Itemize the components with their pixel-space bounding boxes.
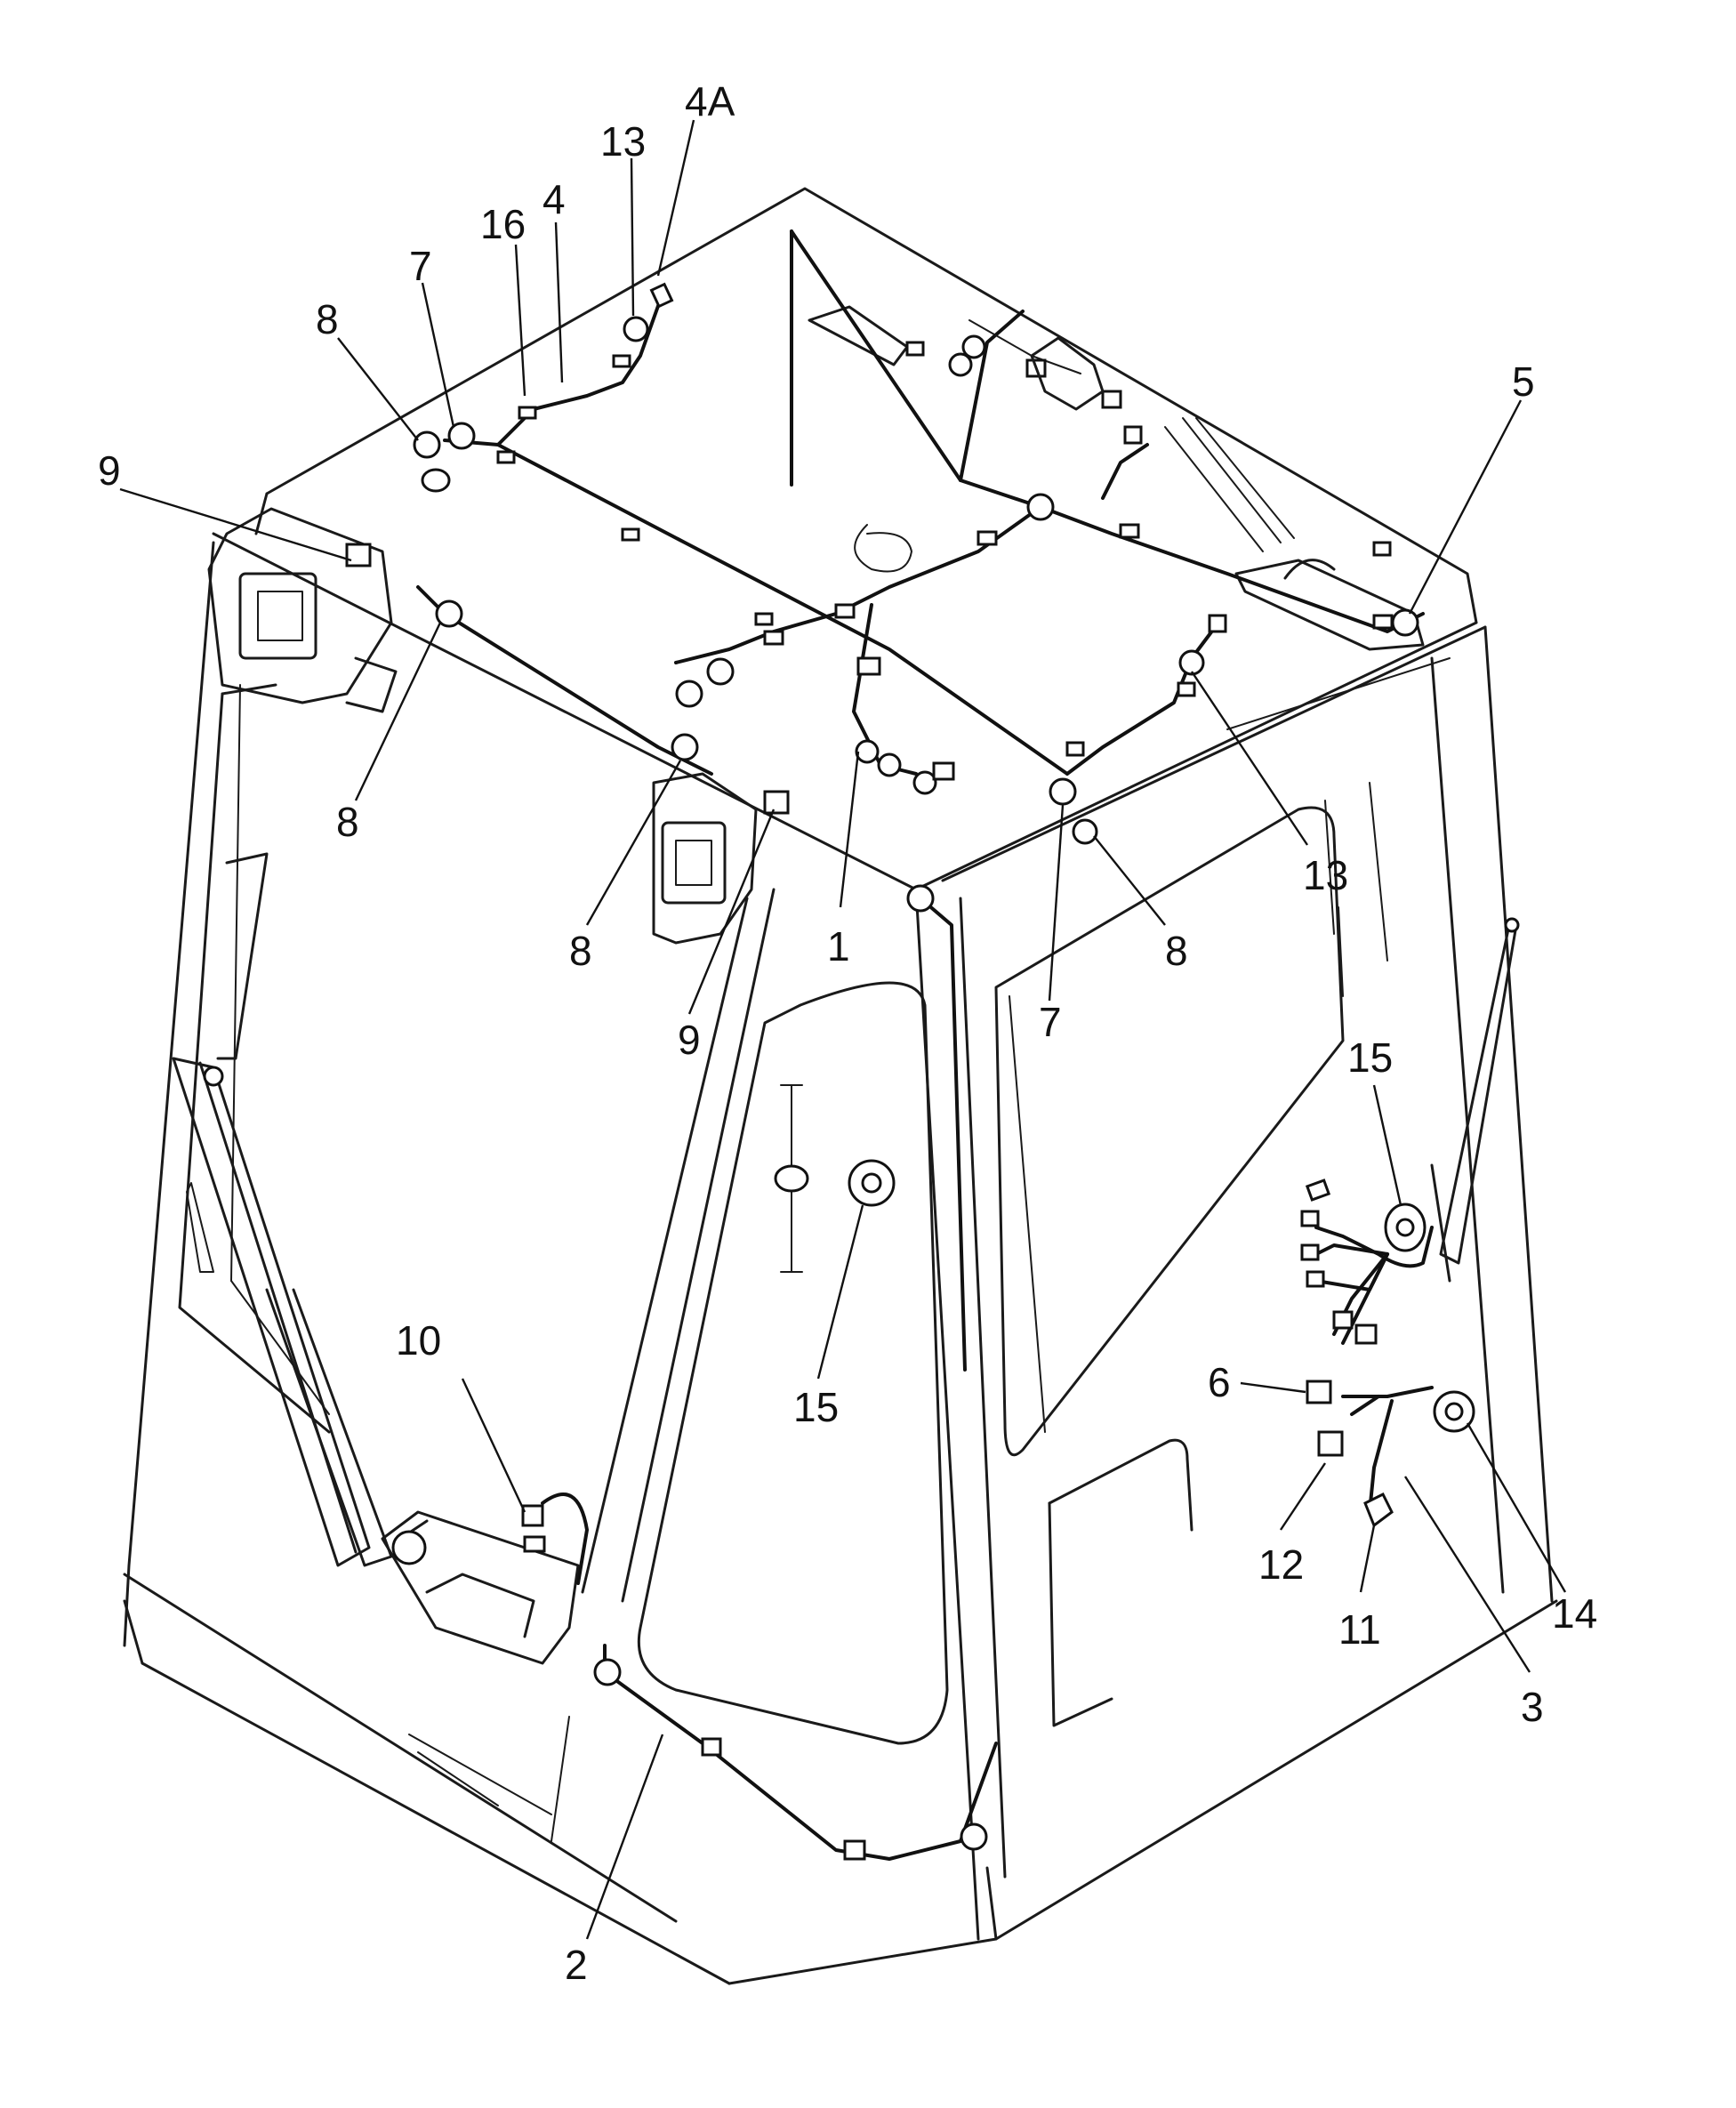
label-13-right: 13: [1303, 852, 1348, 898]
label-2: 2: [565, 1942, 588, 1988]
label-10: 10: [396, 1317, 441, 1364]
label-12: 12: [1258, 1541, 1304, 1588]
label-15-center: 15: [793, 1384, 839, 1430]
rear-roof-lamp: [1234, 559, 1425, 651]
front-left-work-lamp: [207, 507, 398, 713]
right-side-wiper: [1430, 917, 1520, 1283]
label-8-right: 8: [1165, 928, 1188, 974]
connectors: [345, 282, 1475, 1861]
label-3: 3: [1521, 1684, 1544, 1730]
label-9-center: 9: [678, 1017, 701, 1063]
label-8-center: 8: [569, 928, 592, 974]
label-7-top: 7: [409, 243, 432, 289]
left-front-wiper: [172, 852, 393, 1567]
front-center-work-lamp: [652, 772, 758, 945]
right-side-harness: [1314, 1226, 1460, 1514]
label-8-top: 8: [316, 296, 339, 342]
front-wiper-motor: [381, 1510, 580, 1665]
label-4a: 4A: [685, 78, 735, 125]
front-pillar-harness: [541, 897, 998, 1861]
label-16: 16: [480, 201, 526, 247]
callout-labels: 4A 13 16 4 7 8 9 8 5 13 8 9 1 7 8 15 15 …: [98, 78, 1597, 1988]
label-6: 6: [1208, 1359, 1231, 1405]
label-11: 11: [1338, 1606, 1381, 1653]
leader-lines: [119, 119, 1567, 1940]
label-9-left: 9: [98, 447, 121, 494]
label-15-right: 15: [1347, 1034, 1393, 1081]
label-7-center: 7: [1039, 999, 1062, 1045]
roof-wire-harness: [416, 229, 1425, 776]
label-14: 14: [1552, 1590, 1597, 1637]
label-5: 5: [1512, 358, 1535, 405]
label-4: 4: [542, 176, 566, 222]
label-8-left: 8: [336, 799, 359, 845]
label-1: 1: [827, 923, 850, 970]
roof-top-panel: [808, 305, 909, 366]
cab-body-outline: [123, 187, 1558, 1985]
label-13-top: 13: [600, 118, 646, 165]
